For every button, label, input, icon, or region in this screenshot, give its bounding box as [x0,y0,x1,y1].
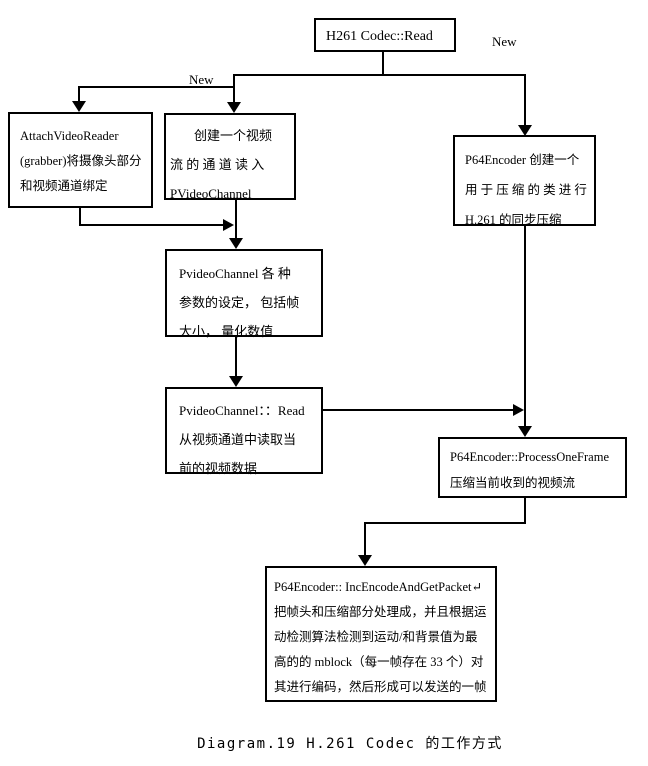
arrowhead-into-create-channel [227,102,241,113]
edge-label-new-left: New [189,72,214,87]
box-text-line: 和视频通道绑定 [20,179,108,193]
connector-to-attach [78,86,80,102]
connector-to-p64-create [524,74,526,127]
arrowhead-into-attach [72,101,86,112]
box-text-line: 从视频通道中读取当 [179,432,297,447]
connector-process-left [364,522,526,524]
box-text-line: (grabber)将摄像头部分 [20,154,142,168]
flow-box-channel-read: PvideoChannel：：Read 从视频通道中读取当 前的视频数据 [165,387,323,476]
connector-read-to-process [323,409,514,411]
connector-process-down [524,498,526,524]
connector-p64-to-process [524,226,526,427]
box-text-line: PvideoChannel：：Read [179,403,305,418]
connector-create-to-params [235,200,237,239]
box-text-line: 流 的 通 道 读 入 [170,157,265,172]
arrowhead-into-read [229,376,243,387]
flow-box-create-video-channel: 创建一个视频 流 的 通 道 读 入 PVideoChannel [164,113,296,201]
connector-top-to-branch [382,52,384,76]
edge-label-new-right: New [492,34,517,49]
diagram-caption: Diagram.19 H.261 Codec 的工作方式 [197,736,503,752]
arrowhead-into-encode [358,555,372,566]
connector-main-branch [233,74,526,76]
connector-attach-right [79,224,224,226]
connector-params-to-read [235,337,237,377]
flow-box-inc-encode-get-packet: P64Encoder:: IncEncodeAndGetPacket↵ 把帧头和… [265,566,497,702]
arrowhead-into-process [518,426,532,437]
connector-branch-drop [233,74,235,104]
arrowhead-into-params [229,238,243,249]
box-text-line: 动检测算法检测到运动/和背景值为最 [274,630,478,644]
box-text-line: 大小， 量化数值 [179,324,274,339]
flow-box-attach-video-reader: AttachVideoReader (grabber)将摄像头部分 和视频通道绑… [8,112,153,208]
box-text-line: P64Encoder:: IncEncodeAndGetPacket↵ [274,580,482,594]
flow-box-channel-params: PvideoChannel 各 种 参数的设定， 包括帧 大小， 量化数值 [165,249,323,339]
box-text-line: P64Encoder::ProcessOneFrame [450,450,609,464]
box-text-line: 创建一个视频 [194,128,273,143]
box-text-line: 前的视频数据 [179,461,258,476]
flow-box-p64encoder-create: P64Encoder 创建一个 用 于 压 缩 的 类 进 行 H.261 的同… [453,135,596,227]
arrowhead-read-join [513,404,524,416]
connector-attach-down [79,208,81,226]
box-text-line: H.261 的同步压缩 [465,213,562,227]
box-text-line: H261 Codec::Read [326,29,433,44]
box-text-line: PVideoChannel [170,186,252,201]
connector-to-encode [364,522,366,556]
connector-left-branch [79,86,235,88]
box-text-line: P64Encoder 创建一个 [465,153,580,167]
arrowhead-attach-join [223,219,234,231]
box-text-line: 参数的设定， 包括帧 [179,295,300,310]
flow-box-process-one-frame: P64Encoder::ProcessOneFrame 压缩当前收到的视频流 [438,437,627,498]
box-text-line: PvideoChannel 各 种 [179,266,291,281]
box-text-line: 高的的 mblock（每一帧存在 33 个）对 [274,655,484,669]
box-text-line: 其进行编码，然后形成可以发送的一帧 [274,680,487,694]
arrowhead-into-p64-create [518,125,532,136]
flow-box-h261-codec-read: H261 Codec::Read [314,18,456,52]
box-text-line: AttachVideoReader [20,129,119,143]
box-text-line: 压缩当前收到的视频流 [450,476,576,490]
box-text-line: 用 于 压 缩 的 类 进 行 [465,183,587,197]
box-text-line: 把帧头和压缩部分处理成，并且根据运 [274,605,487,619]
